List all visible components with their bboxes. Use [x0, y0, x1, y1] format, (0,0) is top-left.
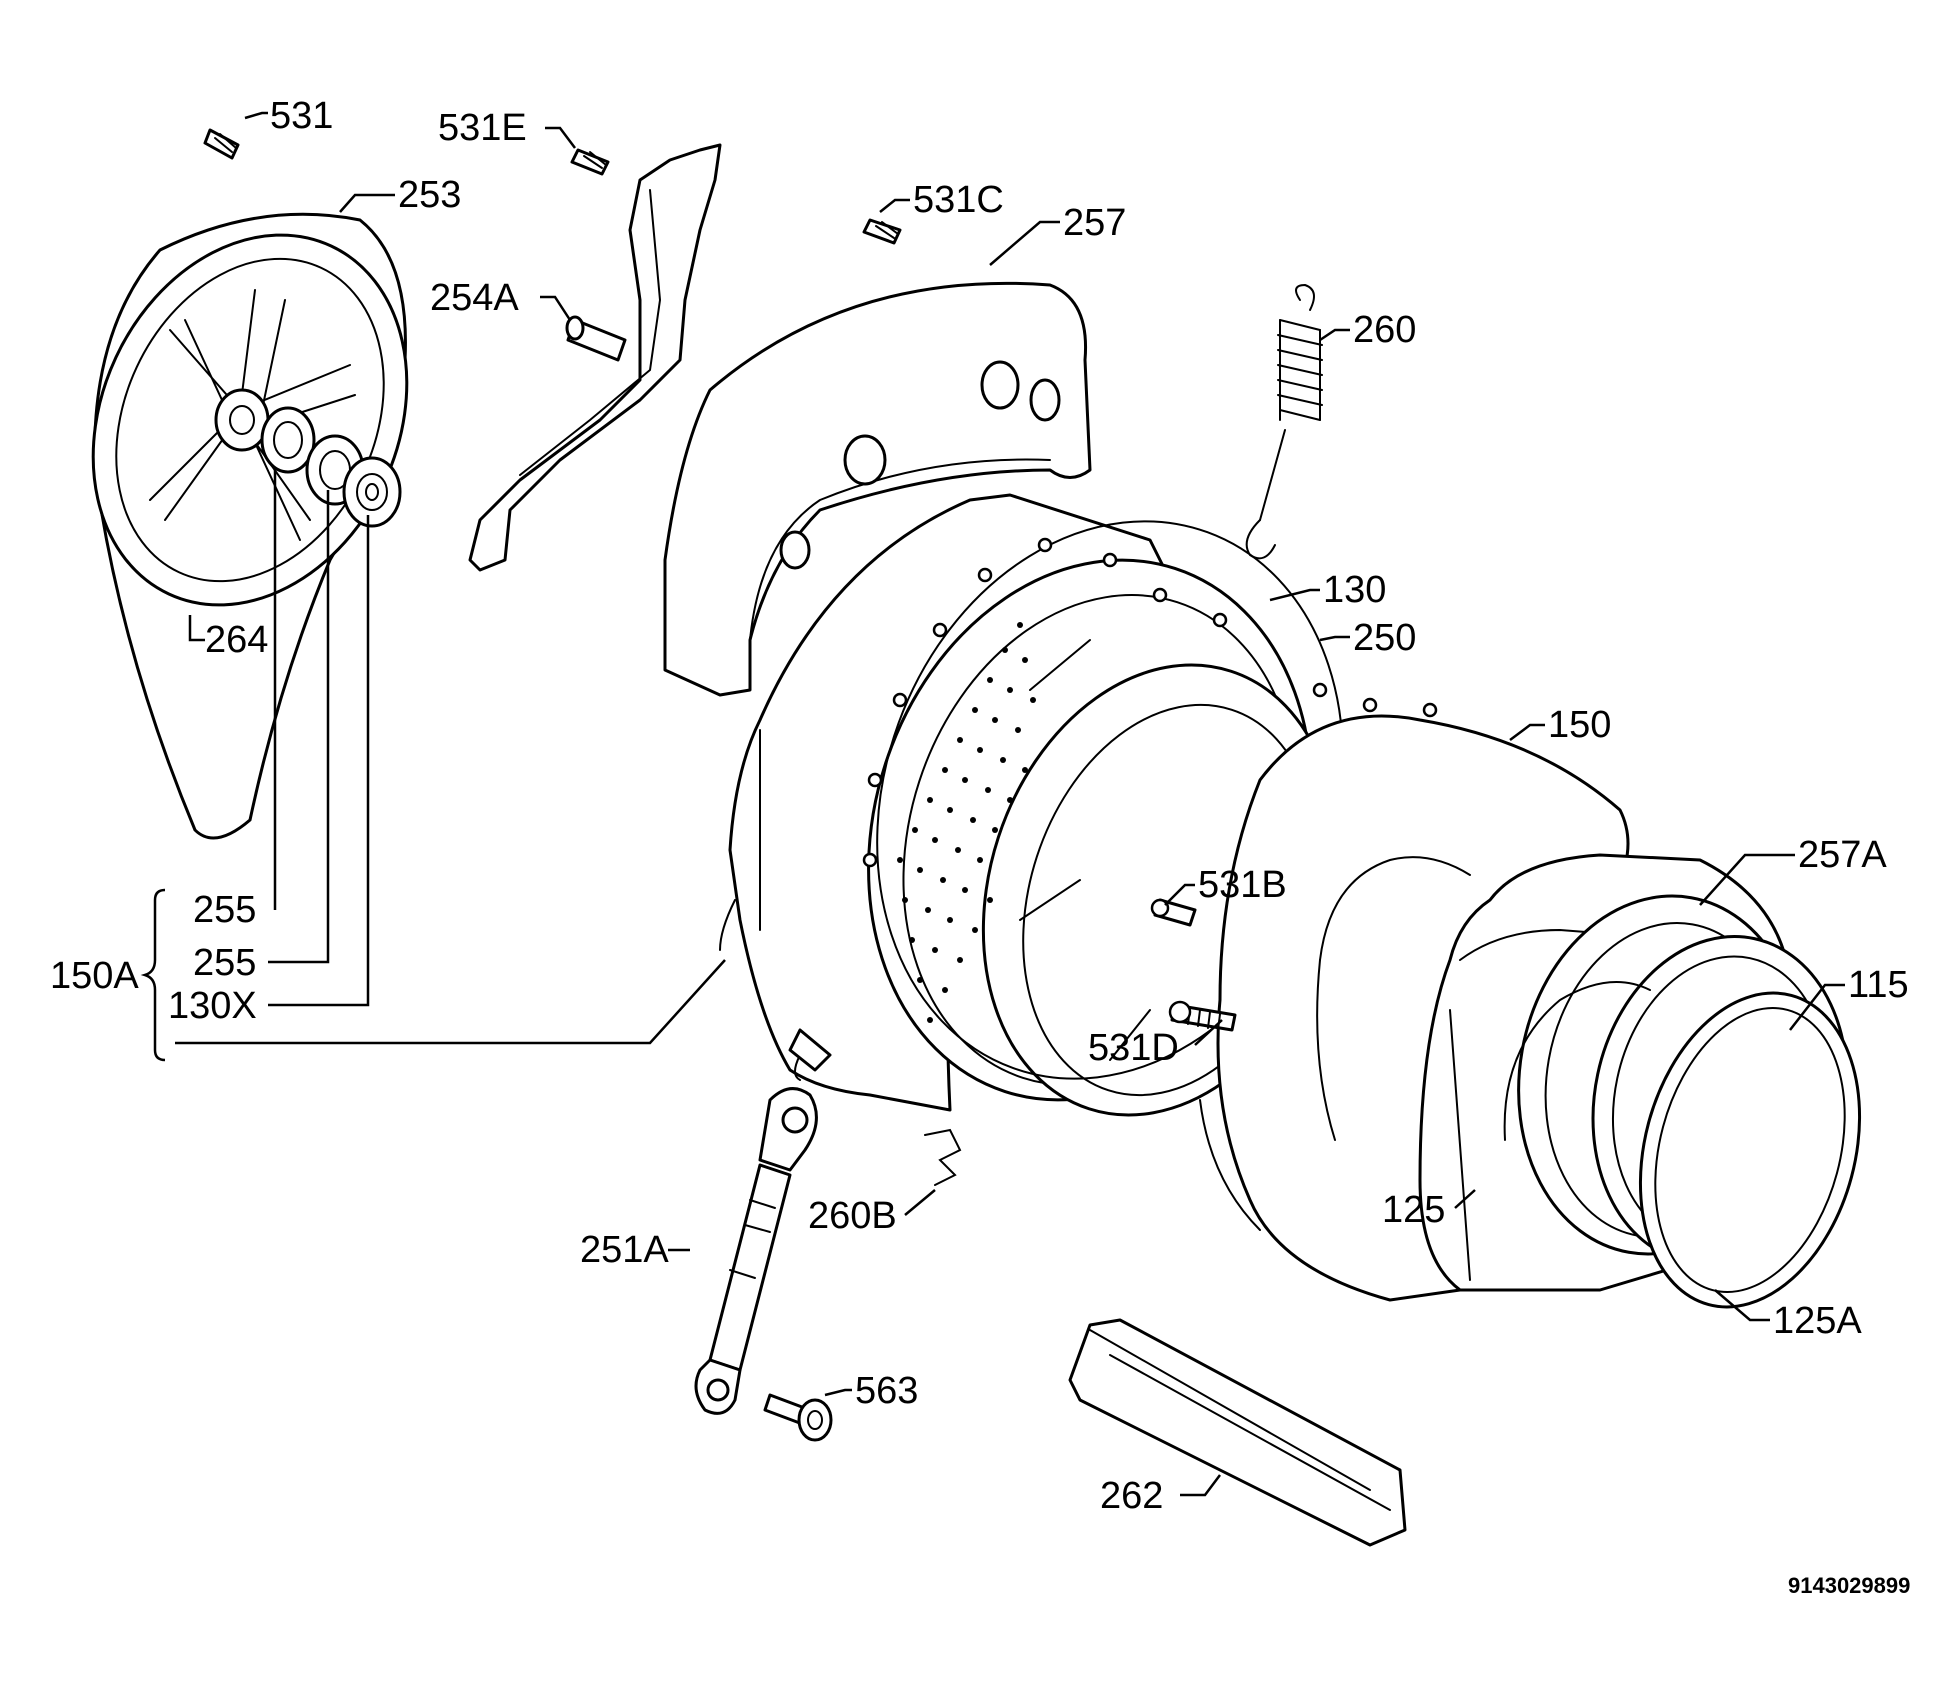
pulley-253: [91, 212, 409, 840]
part-labels: 531 531E 253 531C 257 254A 260 264 130 2…: [50, 95, 1910, 1598]
label-264: 264: [205, 619, 268, 661]
shock-absorber-251A: [694, 1087, 818, 1415]
label-150: 150: [1548, 704, 1611, 746]
label-531C: 531C: [913, 179, 1004, 221]
label-531E: 531E: [438, 107, 527, 149]
screw-531E: [570, 148, 610, 176]
label-563: 563: [855, 1370, 918, 1412]
flange-bolts: [862, 537, 1438, 868]
seal-130X: [342, 456, 402, 528]
clamp-ring-125A: [1638, 991, 1862, 1309]
label-257: 257: [1063, 202, 1126, 244]
label-125: 125: [1382, 1189, 1445, 1231]
label-531D: 531D: [1088, 1027, 1179, 1069]
label-254A: 254A: [430, 277, 519, 319]
drum-perforation-pattern: [897, 622, 1036, 1023]
screw-531B: [1150, 898, 1197, 927]
clamp-125: [1503, 981, 1651, 1141]
screw-531C: [862, 218, 902, 245]
label-260: 260: [1353, 309, 1416, 351]
leader-lines: [140, 111, 1845, 1497]
spring-260: [1245, 283, 1323, 560]
label-260B: 260B: [808, 1195, 897, 1237]
label-255-inner: 255: [193, 889, 256, 931]
bolt-563: [763, 1393, 833, 1442]
label-250: 250: [1353, 617, 1416, 659]
label-125A: 125A: [1773, 1300, 1862, 1342]
label-531: 531: [270, 95, 333, 137]
bracket-254A: [468, 143, 722, 572]
base-bar-262: [1068, 1318, 1407, 1547]
counterweight-257: [663, 281, 1092, 697]
drawing-number: 9143029899: [1788, 1573, 1910, 1598]
label-251A: 251A: [580, 1229, 669, 1271]
label-257A: 257A: [1798, 834, 1887, 876]
label-262: 262: [1100, 1475, 1163, 1517]
label-531B: 531B: [1198, 864, 1287, 906]
bearing-255-inner: [260, 406, 316, 474]
label-255-outer: 255: [193, 942, 256, 984]
label-130: 130: [1323, 569, 1386, 611]
label-130X: 130X: [168, 985, 257, 1027]
label-150A: 150A: [50, 955, 139, 997]
label-253: 253: [398, 174, 461, 216]
screw-531: [203, 128, 240, 160]
clip-260B: [924, 1128, 962, 1186]
label-115: 115: [1848, 964, 1909, 1006]
